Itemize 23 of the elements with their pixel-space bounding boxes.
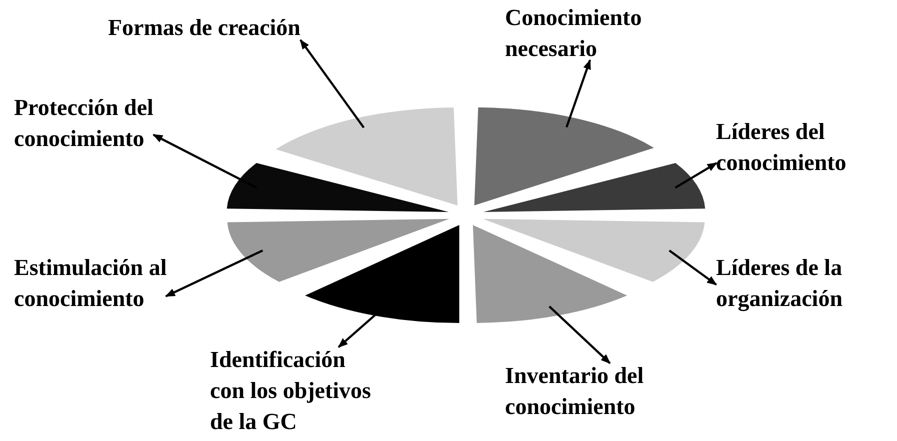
slice-label: Conocimiento necesario — [505, 2, 680, 64]
pie-slice — [482, 218, 705, 282]
slice-label: Líderes de la organización — [716, 252, 894, 314]
arrow — [165, 249, 264, 298]
slice-label: Protección del conocimiento — [14, 92, 214, 154]
slice-label: Identificación con los objetivos de la GC — [210, 344, 382, 437]
pie-slice — [226, 163, 449, 212]
pie-slice — [227, 218, 450, 282]
arrow — [548, 306, 611, 364]
slice-label: Estimulación al conocimiento — [14, 252, 219, 314]
pie-slice — [276, 107, 458, 206]
slice-label: Líderes del conocimiento — [716, 116, 894, 178]
pie-slice — [472, 224, 628, 323]
pie-slice — [305, 225, 460, 324]
slice-label: Formas de creación — [108, 12, 300, 43]
arrow — [566, 59, 592, 128]
arrow — [674, 162, 718, 189]
pie-slice — [474, 107, 654, 206]
arrow — [668, 250, 717, 286]
arrow — [152, 134, 258, 189]
slice-label: Inventario del conocimiento — [505, 360, 710, 422]
pie-slice — [483, 163, 706, 212]
arrow — [300, 39, 365, 128]
